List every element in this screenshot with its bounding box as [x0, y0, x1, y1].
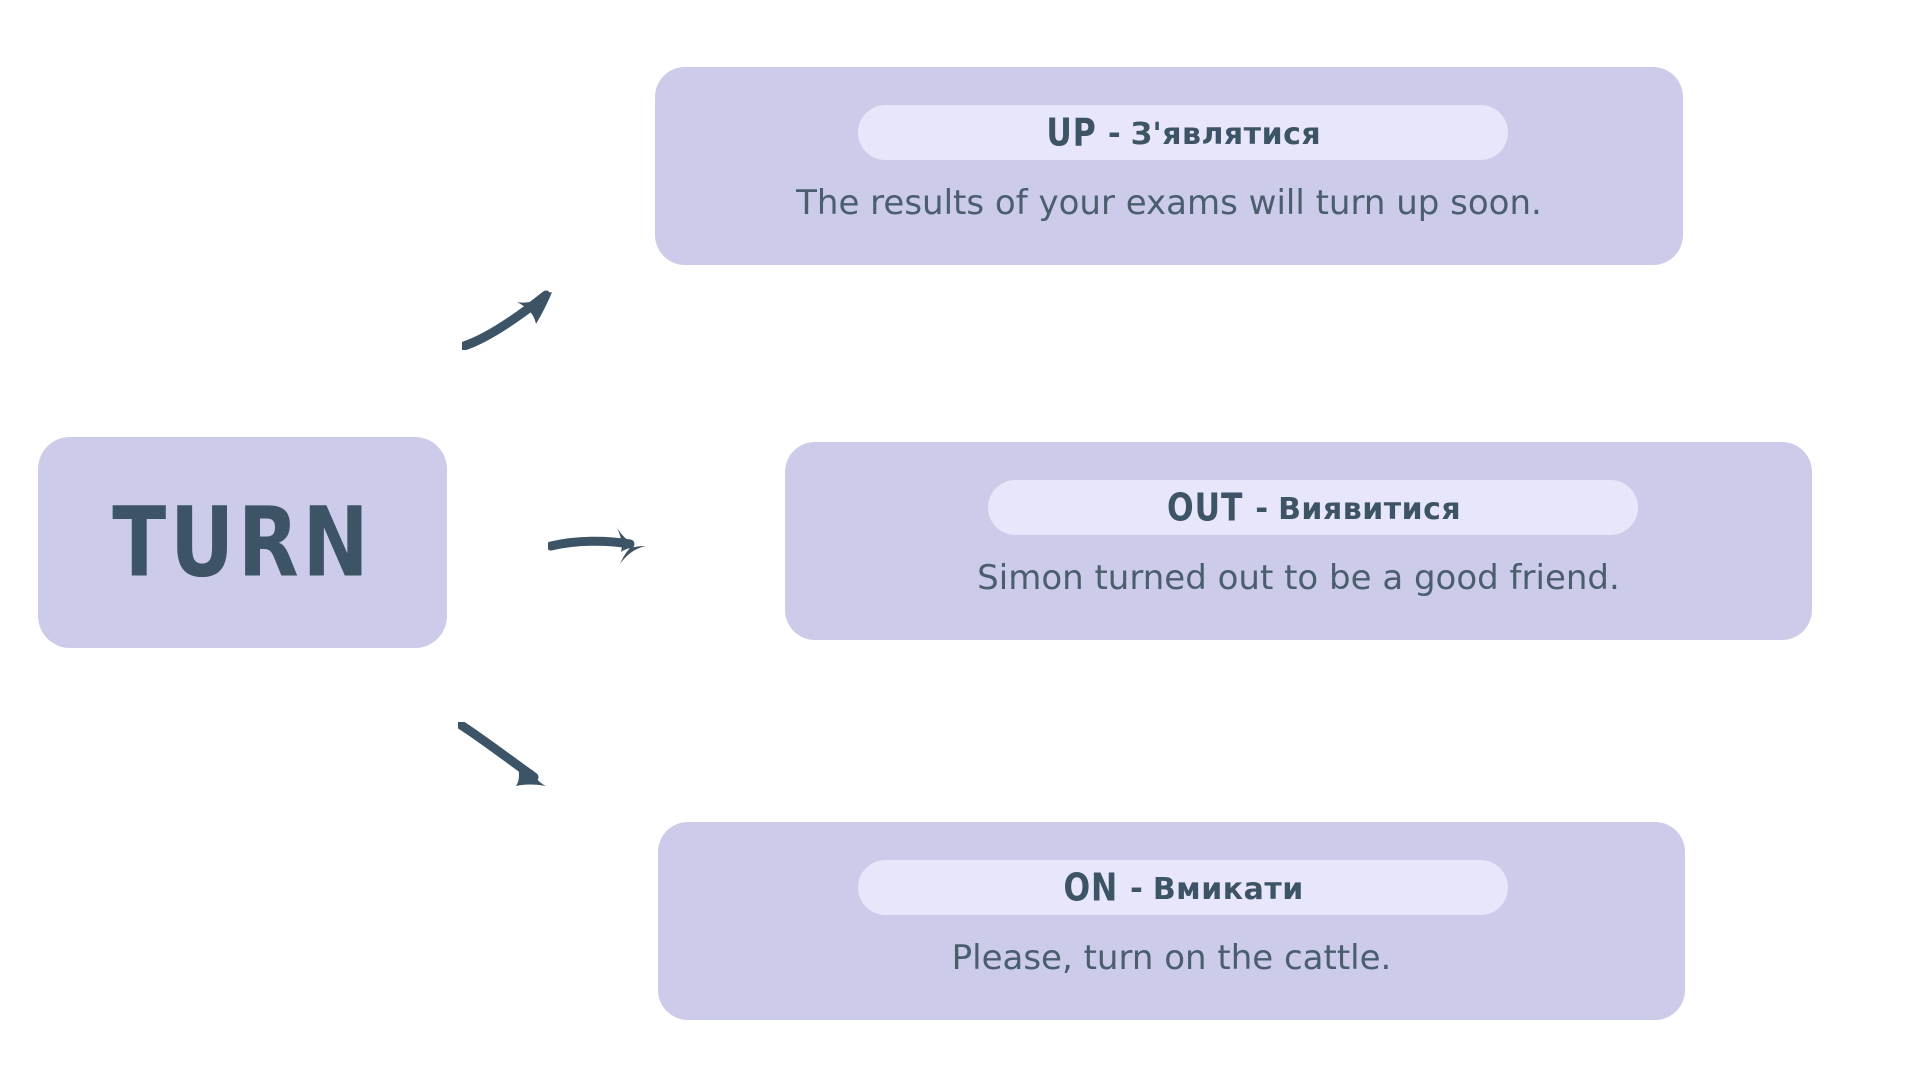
meaning-card-up[interactable]: UP - З'являтися The results of your exam… [655, 67, 1683, 265]
arrow-to-on-icon [456, 720, 568, 792]
meaning-pill-text-up: UP - З'являтися [1045, 109, 1322, 155]
meaning-card-on[interactable]: ON - Вмикати Please, turn on the cattle. [658, 822, 1685, 1020]
root-word-label: TURN [112, 486, 373, 599]
arrow-to-up-icon [459, 288, 562, 351]
meaning-pill-text-out: OUT - Виявитися [1165, 484, 1462, 530]
meaning-pill-up: UP - З'являтися [858, 105, 1508, 160]
particle-label-out: OUT [1166, 484, 1244, 530]
meaning-pill-text-on: ON - Вмикати [1062, 864, 1304, 910]
pill-dash-up: - [1107, 115, 1121, 152]
particle-label-up: UP [1046, 109, 1097, 155]
meaning-pill-on: ON - Вмикати [858, 860, 1508, 915]
particle-label-on: ON [1063, 864, 1119, 910]
translation-label-out: Виявитися [1278, 491, 1462, 527]
pill-dash-on: - [1129, 870, 1143, 907]
translation-label-up: З'являтися [1130, 116, 1322, 152]
example-sentence-on: Please, turn on the cattle. [951, 938, 1392, 978]
pill-dash-out: - [1255, 490, 1269, 527]
arrow-to-out-icon [546, 522, 658, 574]
translation-label-on: Вмикати [1152, 871, 1304, 907]
meaning-card-out[interactable]: OUT - Виявитися Simon turned out to be a… [785, 442, 1812, 640]
meaning-pill-out: OUT - Виявитися [988, 480, 1638, 535]
root-word-box: TURN [38, 437, 447, 648]
example-sentence-out: Simon turned out to be a good friend. [977, 558, 1620, 598]
example-sentence-up: The results of your exams will turn up s… [796, 183, 1542, 223]
